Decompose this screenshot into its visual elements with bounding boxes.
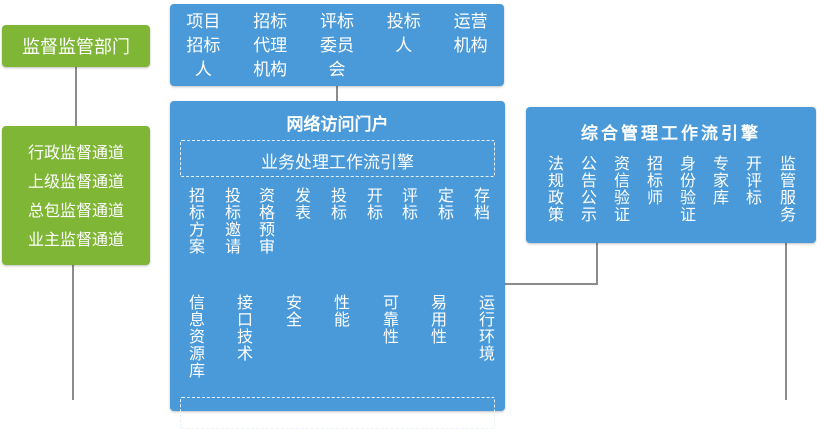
- management-engine-title: 综合管理工作流引擎: [581, 124, 761, 144]
- support-item: 信息资源库: [186, 294, 205, 379]
- business-item: 定标: [435, 187, 454, 221]
- management-item: 身份验证: [677, 155, 696, 223]
- workflow-engine-label: 业务处理工作流引擎: [261, 153, 414, 173]
- management-item: 开评标: [743, 155, 762, 206]
- management-item: 法规政策: [545, 155, 564, 223]
- participant-committee: 评标委员会: [319, 12, 354, 80]
- management-item: 专家库: [710, 155, 729, 206]
- management-item: 公告公示: [578, 155, 597, 223]
- support-item: 接口技术: [234, 294, 253, 362]
- supervision-dept-title: 监督监管部门: [22, 37, 130, 58]
- connector-sup-to-channels: [75, 67, 77, 126]
- connector-channels-down: [72, 265, 74, 400]
- business-item: 投标邀请: [222, 187, 241, 255]
- support-item: 性能: [331, 294, 350, 328]
- support-item: 可靠性: [380, 294, 399, 345]
- management-item: 招标师: [644, 155, 663, 206]
- channel-admin: 行政监督通道: [27, 142, 124, 162]
- participant-operator: 运营机构: [453, 12, 488, 56]
- connector-participants-to-portal: [336, 86, 338, 101]
- channel-general-contractor: 总包监督通道: [27, 200, 124, 220]
- channel-owner: 业主监督通道: [27, 229, 124, 249]
- participants-box: 项目招标人 招标代理机构 评标委员会 投标人 运营机构: [170, 4, 504, 86]
- business-item: 投标: [328, 187, 347, 221]
- management-engine-box: 综合管理工作流引擎 法规政策 公告公示 资信验证 招标师 身份验证 专家库 开评…: [526, 107, 816, 243]
- portal-bottom-dashed-box: [180, 397, 495, 429]
- channel-superior: 上级监督通道: [27, 171, 124, 191]
- connector-mgmt-right-down: [785, 243, 787, 400]
- business-item: 招标方案: [186, 187, 205, 255]
- support-item: 安全: [283, 294, 302, 328]
- supervision-channels-box: 行政监督通道 上级监督通道 总包监督通道 业主监督通道: [2, 126, 150, 265]
- business-item: 评标: [399, 187, 418, 221]
- management-item: 监管服务: [777, 155, 796, 223]
- connector-mgmt-horizontal: [505, 283, 598, 285]
- participant-tenderee: 项目招标人: [186, 12, 221, 80]
- business-item: 开标: [364, 187, 383, 221]
- business-item: 资格预审: [256, 187, 275, 255]
- supervision-dept-box: 监督监管部门: [2, 25, 150, 67]
- support-item: 运行环境: [476, 294, 495, 362]
- workflow-engine-box: 业务处理工作流引擎: [180, 140, 495, 177]
- portal-box: 网络访问门户 业务处理工作流引擎 招标方案 投标邀请 资格预审 发表 投标 开标…: [170, 101, 505, 429]
- support-item: 易用性: [428, 294, 447, 345]
- business-item: 发表: [292, 187, 311, 221]
- connector-mgmt-vertical: [596, 243, 598, 284]
- portal-title: 网络访问门户: [286, 115, 389, 135]
- participant-bidder: 投标人: [386, 12, 421, 56]
- business-item: 存档: [471, 187, 490, 221]
- participant-agency: 招标代理机构: [253, 12, 288, 80]
- management-item: 资信验证: [611, 155, 630, 223]
